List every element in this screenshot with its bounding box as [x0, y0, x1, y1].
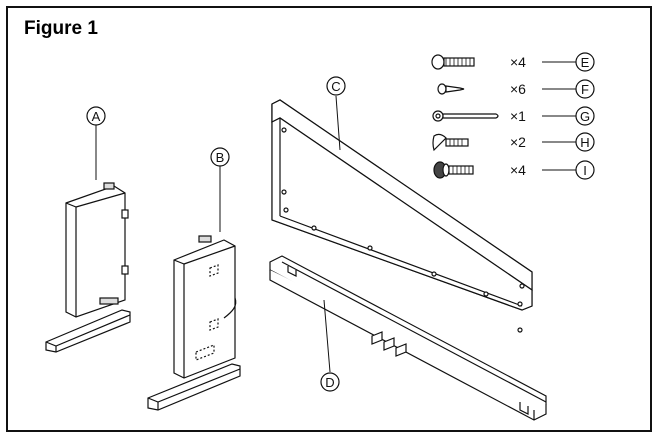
part-c-label: C [331, 79, 340, 94]
hardware-e-qty: ×4 [510, 54, 526, 70]
part-d-pedal-rail: D [269, 255, 547, 421]
hardware-i: ×4 I [433, 160, 595, 180]
part-a-side-panel: A [45, 106, 131, 353]
hardware-e: ×4 E [431, 52, 595, 72]
part-b-label: B [216, 150, 225, 165]
figure-title: Figure 1 [24, 18, 98, 39]
hardware-g-qty: ×1 [510, 108, 526, 124]
part-a-label: A [92, 109, 101, 124]
hardware-g: ×1 G [432, 106, 595, 126]
hardware-e-label: E [581, 55, 590, 70]
screw-icon [437, 83, 465, 95]
part-d-label: D [325, 375, 334, 390]
hardware-h: ×2 H [432, 132, 595, 152]
part-b-side-panel: B [147, 147, 241, 411]
hardware-i-qty: ×4 [510, 162, 526, 178]
hardware-f-qty: ×6 [510, 81, 526, 97]
bolt-icon [431, 54, 475, 70]
hardware-h-qty: ×2 [510, 134, 526, 150]
hook-icon [432, 110, 499, 122]
hardware-g-label: G [580, 109, 590, 124]
hardware-f-label: F [581, 82, 589, 97]
hardware-i-label: I [583, 163, 587, 178]
bolt-washer-icon [433, 161, 474, 179]
part-c-back-board: C [271, 76, 533, 333]
wing-screw-icon [432, 133, 469, 152]
hardware-f: ×6 F [437, 79, 595, 99]
hardware-h-label: H [580, 135, 589, 150]
